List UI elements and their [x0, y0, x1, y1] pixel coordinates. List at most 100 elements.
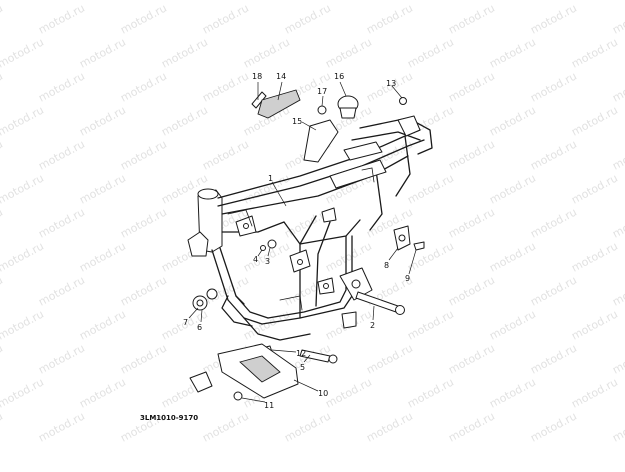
- watermark-text: motod.ru: [569, 35, 620, 70]
- watermark-text: motod.ru: [77, 307, 128, 342]
- watermark-text: motod.ru: [364, 341, 415, 376]
- watermark-text: motod.ru: [323, 239, 374, 274]
- watermark-text: motod.ru: [446, 205, 497, 240]
- watermark-text: motod.ru: [118, 205, 169, 240]
- watermark-text: motod.ru: [323, 375, 374, 410]
- watermark-text: motod.ru: [0, 409, 5, 444]
- callout-1: 1: [268, 174, 273, 183]
- callout-2: 2: [370, 321, 375, 330]
- watermark-text: motod.ru: [0, 0, 46, 3]
- watermark-text: motod.ru: [610, 69, 625, 104]
- watermark-text: motod.ru: [0, 103, 46, 138]
- watermark-text: motod.ru: [405, 307, 456, 342]
- callout-6: 6: [197, 323, 202, 332]
- watermark-text: motod.ru: [487, 307, 538, 342]
- watermark-text: motod.ru: [159, 0, 210, 3]
- watermark-text: motod.ru: [0, 1, 5, 36]
- watermark-text: motod.ru: [0, 205, 5, 240]
- watermark-text: motod.ru: [118, 137, 169, 172]
- watermark-text: motod.ru: [159, 103, 210, 138]
- watermark-text: motod.ru: [36, 273, 87, 308]
- watermark-text: motod.ru: [364, 409, 415, 444]
- diagram-code: 3LM1010-9170: [140, 414, 198, 422]
- callout-17: 17: [317, 87, 327, 96]
- watermark-text: motod.ru: [36, 137, 87, 172]
- watermark-text: motod.ru: [569, 103, 620, 138]
- leader-lines: [188, 81, 417, 403]
- watermark-text: motod.ru: [36, 69, 87, 104]
- watermark-text: motod.ru: [487, 103, 538, 138]
- watermark-text: motod.ru: [36, 205, 87, 240]
- watermark-text: motod.ru: [446, 341, 497, 376]
- callout-11: 11: [264, 401, 274, 410]
- watermark-text: motod.ru: [487, 375, 538, 410]
- watermark-text: motod.ru: [36, 1, 87, 36]
- watermark-text: motod.ru: [610, 273, 625, 308]
- watermark-text: motod.ru: [0, 239, 46, 274]
- callout-16: 16: [334, 72, 344, 81]
- watermark-text: motod.ru: [241, 0, 292, 3]
- watermark-text: motod.ru: [77, 171, 128, 206]
- callout-7: 7: [183, 318, 188, 327]
- watermark-text: motod.ru: [159, 35, 210, 70]
- callout-3: 3: [265, 257, 270, 266]
- watermark-text: motod.ru: [0, 137, 5, 172]
- callout-14: 14: [276, 72, 286, 81]
- watermark-text: motod.ru: [446, 273, 497, 308]
- watermark-text: motod.ru: [282, 1, 333, 36]
- watermark-text: motod.ru: [528, 273, 579, 308]
- watermark-text: motod.ru: [0, 171, 46, 206]
- watermark-text: motod.ru: [528, 409, 579, 444]
- watermark-text: motod.ru: [0, 307, 46, 342]
- watermark-text: motod.ru: [610, 1, 625, 36]
- watermark-text: motod.ru: [364, 1, 415, 36]
- motorcycle-frame: [187, 115, 433, 341]
- callouts: 1 2 3 4 5 6 7 8 9 10 11 12 13 14 15 16 1…: [183, 72, 410, 410]
- watermark-text: motod.ru: [610, 341, 625, 376]
- watermark-text: motod.ru: [610, 205, 625, 240]
- watermark-text: motod.ru: [405, 239, 456, 274]
- watermark-text: motod.ru: [200, 137, 251, 172]
- watermark-text: motod.ru: [241, 35, 292, 70]
- watermark-text: motod.ru: [446, 69, 497, 104]
- watermark-text: motod.ru: [0, 35, 46, 70]
- watermark-text: motod.ru: [487, 35, 538, 70]
- watermark-text: motod.ru: [323, 35, 374, 70]
- callout-5: 5: [300, 363, 305, 372]
- watermark-text: motod.ru: [487, 239, 538, 274]
- watermark-text: motod.ru: [282, 409, 333, 444]
- callout-9: 9: [405, 274, 410, 283]
- callout-8: 8: [384, 261, 389, 270]
- watermark-text: motod.ru: [0, 273, 5, 308]
- callout-13: 13: [386, 79, 396, 88]
- watermark-text: motod.ru: [569, 239, 620, 274]
- watermark-text: motod.ru: [528, 137, 579, 172]
- callout-15: 15: [292, 117, 302, 126]
- watermark-text: motod.ru: [569, 307, 620, 342]
- watermark-text: motod.ru: [0, 341, 5, 376]
- small-parts: [189, 89, 425, 401]
- watermark-text: motod.ru: [487, 171, 538, 206]
- watermark-text: motod.ru: [77, 375, 128, 410]
- watermark-text: motod.ru: [118, 341, 169, 376]
- watermark-text: motod.ru: [36, 409, 87, 444]
- watermark-text: motod.ru: [323, 0, 374, 3]
- watermark-text: motod.ru: [77, 35, 128, 70]
- watermark-text: motod.ru: [610, 137, 625, 172]
- watermark-text: motod.ru: [77, 103, 128, 138]
- watermark-text: motod.ru: [0, 69, 5, 104]
- watermark-text: motod.ru: [77, 239, 128, 274]
- watermark-text: motod.ru: [446, 1, 497, 36]
- watermark-text: motod.ru: [118, 1, 169, 36]
- watermark-text: motod.ru: [77, 0, 128, 3]
- watermark-text: motod.ru: [528, 1, 579, 36]
- watermark-text: motod.ru: [569, 0, 620, 3]
- watermark-text: motod.ru: [118, 273, 169, 308]
- watermark-text: motod.ru: [446, 137, 497, 172]
- callout-10: 10: [318, 389, 328, 398]
- watermark-text: motod.ru: [487, 0, 538, 3]
- watermark-text: motod.ru: [528, 69, 579, 104]
- watermark-text: motod.ru: [405, 0, 456, 3]
